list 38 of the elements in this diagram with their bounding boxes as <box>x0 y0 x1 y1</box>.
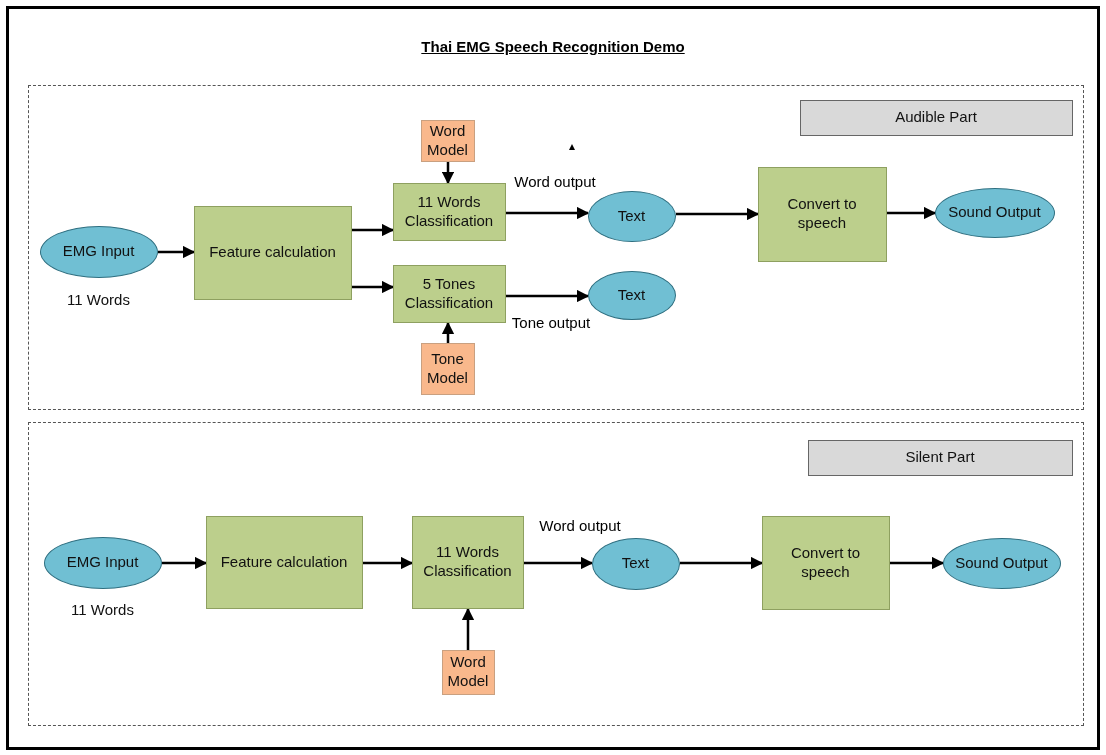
process-box: Feature calculation <box>193 205 352 300</box>
caption-text: 11 Words <box>71 601 134 620</box>
ellipse-node: Text <box>591 537 680 590</box>
process-box: 11 Words Classification <box>392 182 506 241</box>
dashed-panel <box>28 422 1084 726</box>
arrow <box>352 223 395 237</box>
arrow <box>676 207 760 221</box>
arrow <box>506 206 590 220</box>
process-box: 11 Words Classification <box>411 515 524 609</box>
diagram-title: Thai EMG Speech Recognition Demo <box>420 38 686 55</box>
arrow <box>461 607 475 650</box>
process-box: 5 Tones Classification <box>392 264 506 323</box>
process-box: Convert to speech <box>757 166 887 262</box>
arrow <box>890 556 945 570</box>
arrow <box>352 280 395 294</box>
model-box: Tone Model <box>420 342 475 395</box>
ellipse-node: Sound Output <box>942 537 1061 589</box>
ellipse-node: Sound Output <box>934 187 1055 238</box>
arrow <box>158 245 196 259</box>
dashed-panel <box>28 85 1084 410</box>
caption-text: 11 Words <box>67 291 130 310</box>
model-box: Word Model <box>441 649 495 695</box>
arrow <box>887 206 937 220</box>
arrow <box>680 556 764 570</box>
arrow <box>524 556 594 570</box>
section-label-box: Audible Part <box>799 99 1073 136</box>
arrow <box>441 321 455 343</box>
arrow <box>506 289 590 303</box>
arrow <box>441 162 455 185</box>
ellipse-node: EMG Input <box>39 225 158 278</box>
model-box: Word Model <box>420 119 475 162</box>
process-box: Feature calculation <box>205 515 363 609</box>
ellipse-node: EMG Input <box>43 536 162 589</box>
arrow <box>363 556 414 570</box>
ellipse-node: Text <box>587 190 676 242</box>
arrow <box>162 556 208 570</box>
section-label-box: Silent Part <box>807 439 1073 476</box>
process-box: Convert to speech <box>761 515 890 610</box>
